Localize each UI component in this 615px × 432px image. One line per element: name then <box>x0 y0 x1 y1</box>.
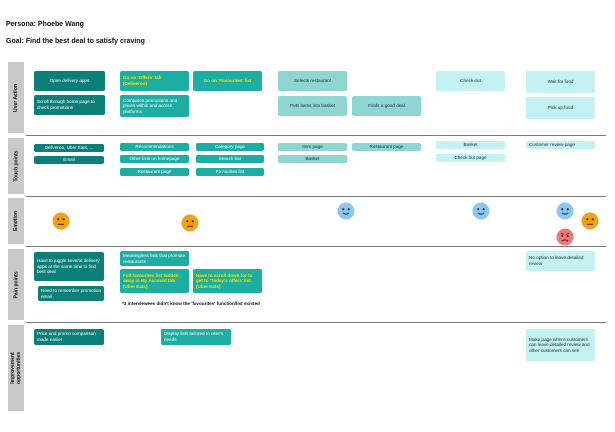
pain-no-review: No option to leave detailed review <box>526 251 595 271</box>
touchpoint-review-page: Customer review page <box>526 141 595 149</box>
touchpoint-item-page: Item page <box>278 143 347 151</box>
row-label-pain-points-text: Pain points <box>13 271 20 298</box>
row-label-improvement: Improvement opportunities <box>8 325 24 411</box>
touchpoint-search-bar: Search bar <box>196 155 264 163</box>
angry-face-icon <box>556 228 574 246</box>
action-offers-tab: Go on 'Offers' tab (Deliveroo) <box>120 71 189 91</box>
touchpoint-recommendations: Recommendations <box>120 143 189 151</box>
happy-face-icon <box>556 202 574 220</box>
touchpoint-check-out-page: Check out page <box>436 154 505 162</box>
neutral-face-icon <box>181 214 199 232</box>
row-label-touch-points-text: Touch points <box>13 150 20 182</box>
touchpoint-apps: Deliveroo, Uber Eats, ... <box>34 144 104 152</box>
action-compare-promos: Compares promotions and prices within an… <box>120 95 189 117</box>
action-items-basket: Puts items into basket <box>278 96 347 116</box>
row-divider <box>26 246 606 247</box>
action-finds-deal: Finds a good deal <box>352 96 421 116</box>
improvement-tailored-lists: Display lists tailored to user's needs <box>161 329 231 345</box>
touchpoint-restaurant-page: Restaurant page <box>120 168 189 176</box>
action-pick-up: Pick up food <box>526 97 595 119</box>
touchpoint-other-lists: Other lists on homepage <box>120 155 189 163</box>
row-label-user-action: User Action <box>8 62 24 133</box>
row-label-emotion: Emotion <box>8 198 24 244</box>
touchpoint-basket: Basket <box>278 155 347 163</box>
neutral-face-icon <box>52 212 70 230</box>
persona-title: Persona: Phoebe Wang <box>6 21 84 28</box>
row-label-pain-points: Pain points <box>8 249 24 320</box>
happy-face-icon <box>337 202 355 220</box>
row-divider <box>26 135 606 136</box>
touchpoint-email: Email <box>34 156 104 164</box>
row-label-user-action-text: User Action <box>13 83 20 112</box>
improvement-price-compare: Price and promo comparison made easier <box>34 329 104 345</box>
happy-face-icon <box>472 202 490 220</box>
neutral-face-icon <box>581 212 599 230</box>
pain-interviewees-note: *3 interviewees didn't know the 'favouri… <box>122 301 260 306</box>
action-scroll-home: Scroll through home page to check promot… <box>34 95 105 115</box>
pain-meaningless-lists: Meaningless lists that promote restauran… <box>120 251 189 266</box>
pain-juggle-apps: Have to juggle several delivery apps at … <box>34 252 104 281</box>
improvement-review-page: Make page where customers can leave deta… <box>526 329 595 361</box>
pain-scroll-down: Have to scroll down for to get to 'Today… <box>193 269 262 293</box>
touchpoint-favourites-list: Favourites list <box>196 168 264 176</box>
pain-remember-email: Need to remember promotion email <box>38 286 104 301</box>
touchpoint-basket-checkout: Basket <box>436 141 505 149</box>
touchpoint-restaurant-page-2: Restaurant page <box>352 143 421 151</box>
row-divider <box>26 322 606 323</box>
row-divider <box>26 196 606 197</box>
touchpoint-category-page: Category page <box>196 143 264 151</box>
pain-favourites-hidden: Full favourites list hidden away in My A… <box>120 269 189 293</box>
action-check-out: Check out <box>436 71 505 91</box>
action-wait-food: Wait for food <box>526 71 595 93</box>
row-label-emotion-text: Emotion <box>13 211 19 231</box>
action-select-restaurant: Selects restaurant <box>278 71 347 91</box>
action-favourites-list: Go on 'Favourites' list <box>193 71 262 91</box>
goal-title: Goal: Find the best deal to satisfy crav… <box>6 38 145 45</box>
row-label-improvement-text: Improvement opportunities <box>10 352 22 384</box>
row-label-touch-points: Touch points <box>8 138 24 194</box>
action-open-apps: Open delivery apps <box>34 71 105 91</box>
